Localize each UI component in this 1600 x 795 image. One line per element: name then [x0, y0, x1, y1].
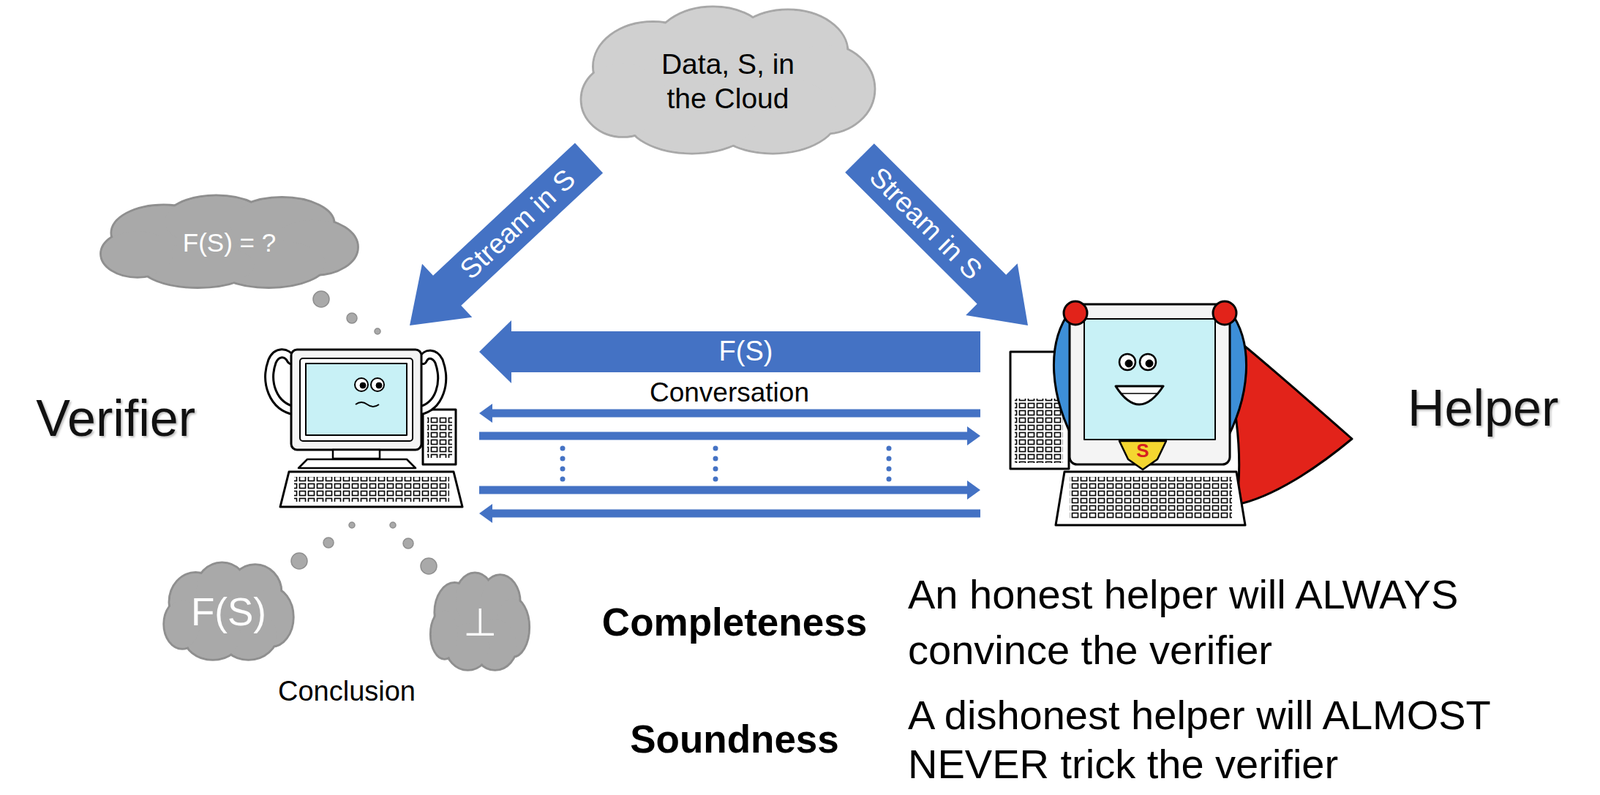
- cloud-text-wrap: ⊥: [427, 571, 532, 674]
- cloud-text-wrap: F(S): [160, 561, 297, 664]
- conversation-dots: [560, 456, 566, 462]
- cloud-lobe-fill: [431, 610, 458, 659]
- arrow-label: F(S): [719, 336, 774, 368]
- verifier-computer: [332, 449, 380, 459]
- thought-dots: [348, 522, 355, 529]
- arrow-label: Stream in S: [863, 161, 988, 287]
- verifier-computer: [269, 349, 463, 507]
- arrow-label: Stream in S: [454, 163, 582, 286]
- helper-computer: [1115, 386, 1164, 405]
- cloud-shape: [576, 5, 880, 159]
- verifier-computer: [427, 417, 453, 458]
- data-cloud: Data, S, in the Cloud: [576, 5, 880, 159]
- helper-computer: [1139, 354, 1156, 371]
- cloud-text: F(S): [190, 588, 267, 636]
- thought-dots: [346, 313, 358, 324]
- thought-cloud: F(S) = ?: [96, 193, 363, 292]
- conversation-dots: [713, 446, 719, 452]
- helper-computer: [1119, 441, 1167, 470]
- helper-computer: [1010, 301, 1352, 526]
- verifier-computer: [359, 382, 366, 389]
- thought-dots: [403, 538, 414, 549]
- helper-computer: [1120, 392, 1159, 395]
- thought-dots: [323, 537, 334, 548]
- verifier-computer: [370, 378, 385, 392]
- verifier-computer: [354, 378, 368, 392]
- thought-dots: [291, 553, 308, 570]
- verifier-computer: [305, 363, 407, 436]
- helper-computer: [1063, 301, 1088, 325]
- emblem-letter: S: [1136, 440, 1149, 463]
- helper-computer: [1014, 398, 1064, 464]
- verifier-computer: [355, 402, 379, 407]
- property-name: Soundness: [629, 717, 840, 763]
- verifier-computer: [298, 459, 416, 469]
- verifier-computer: [280, 471, 463, 507]
- helper-computer: [1119, 354, 1136, 371]
- conversation-dots: [560, 466, 566, 472]
- verifier-computer: [294, 477, 450, 502]
- conversation-dots: [886, 477, 892, 483]
- cloud-text-wrap: Data, S, in the Cloud: [576, 5, 880, 159]
- message-arrow: [479, 426, 981, 446]
- cloud-lobe-fill: [101, 231, 174, 277]
- verifier-computer: [376, 382, 382, 389]
- property-name: Completeness: [602, 600, 867, 646]
- conversation-dots: [713, 477, 719, 483]
- verifier-node: Verifier: [260, 325, 480, 520]
- conclusion-cloud: ⊥: [427, 571, 532, 674]
- verifier-computer: [291, 349, 422, 450]
- cloud-text: Data, S, in the Cloud: [640, 47, 816, 117]
- thought-dots: [389, 522, 396, 529]
- conversation-dots: [560, 446, 892, 483]
- block-arrow: [409, 143, 603, 327]
- conversation-dots: [886, 466, 892, 472]
- conversation-label: Conversation: [649, 377, 810, 409]
- cloud-text: ⊥: [463, 599, 497, 646]
- conclusion-label: Conclusion: [278, 675, 416, 709]
- cloud-text-wrap: F(S) = ?: [96, 193, 363, 292]
- verifier-computer: [299, 358, 413, 442]
- verifier-computer: [422, 409, 456, 465]
- helper-computer: [1212, 301, 1237, 325]
- property-text: An honest helper will ALWAYS convince th…: [907, 566, 1552, 678]
- block-arrow: [479, 320, 981, 384]
- cloud-text: F(S) = ?: [182, 227, 276, 259]
- conversation-dots: [886, 456, 892, 462]
- helper-node: Helper: [980, 325, 1354, 531]
- conversation-dots: [713, 456, 719, 462]
- role-heading: Helper: [1407, 378, 1559, 438]
- conversation-dots: [560, 477, 566, 483]
- message-arrow: [479, 480, 981, 500]
- thought-dots: [291, 291, 437, 575]
- conversation-dots: [886, 446, 892, 452]
- helper-computer: [1069, 477, 1233, 520]
- helper-computer: [1145, 359, 1153, 368]
- helper-computer: [1084, 318, 1216, 440]
- helper-computer: [1055, 471, 1246, 526]
- thought-dots: [420, 558, 437, 575]
- block-arrow: [844, 143, 1028, 326]
- message-arrow: [479, 504, 981, 524]
- conversation-dots: [560, 446, 566, 452]
- thought-dots: [313, 291, 330, 308]
- conversation-dots: [713, 466, 719, 472]
- property-text: A dishonest helper will ALMOST NEVER tri…: [907, 690, 1552, 789]
- role-heading: Verifier: [35, 389, 196, 448]
- conclusion-cloud: F(S): [160, 561, 297, 664]
- helper-computer: [1125, 359, 1133, 368]
- thought-dots: [374, 328, 381, 335]
- cloud-lobe-fill: [582, 62, 665, 137]
